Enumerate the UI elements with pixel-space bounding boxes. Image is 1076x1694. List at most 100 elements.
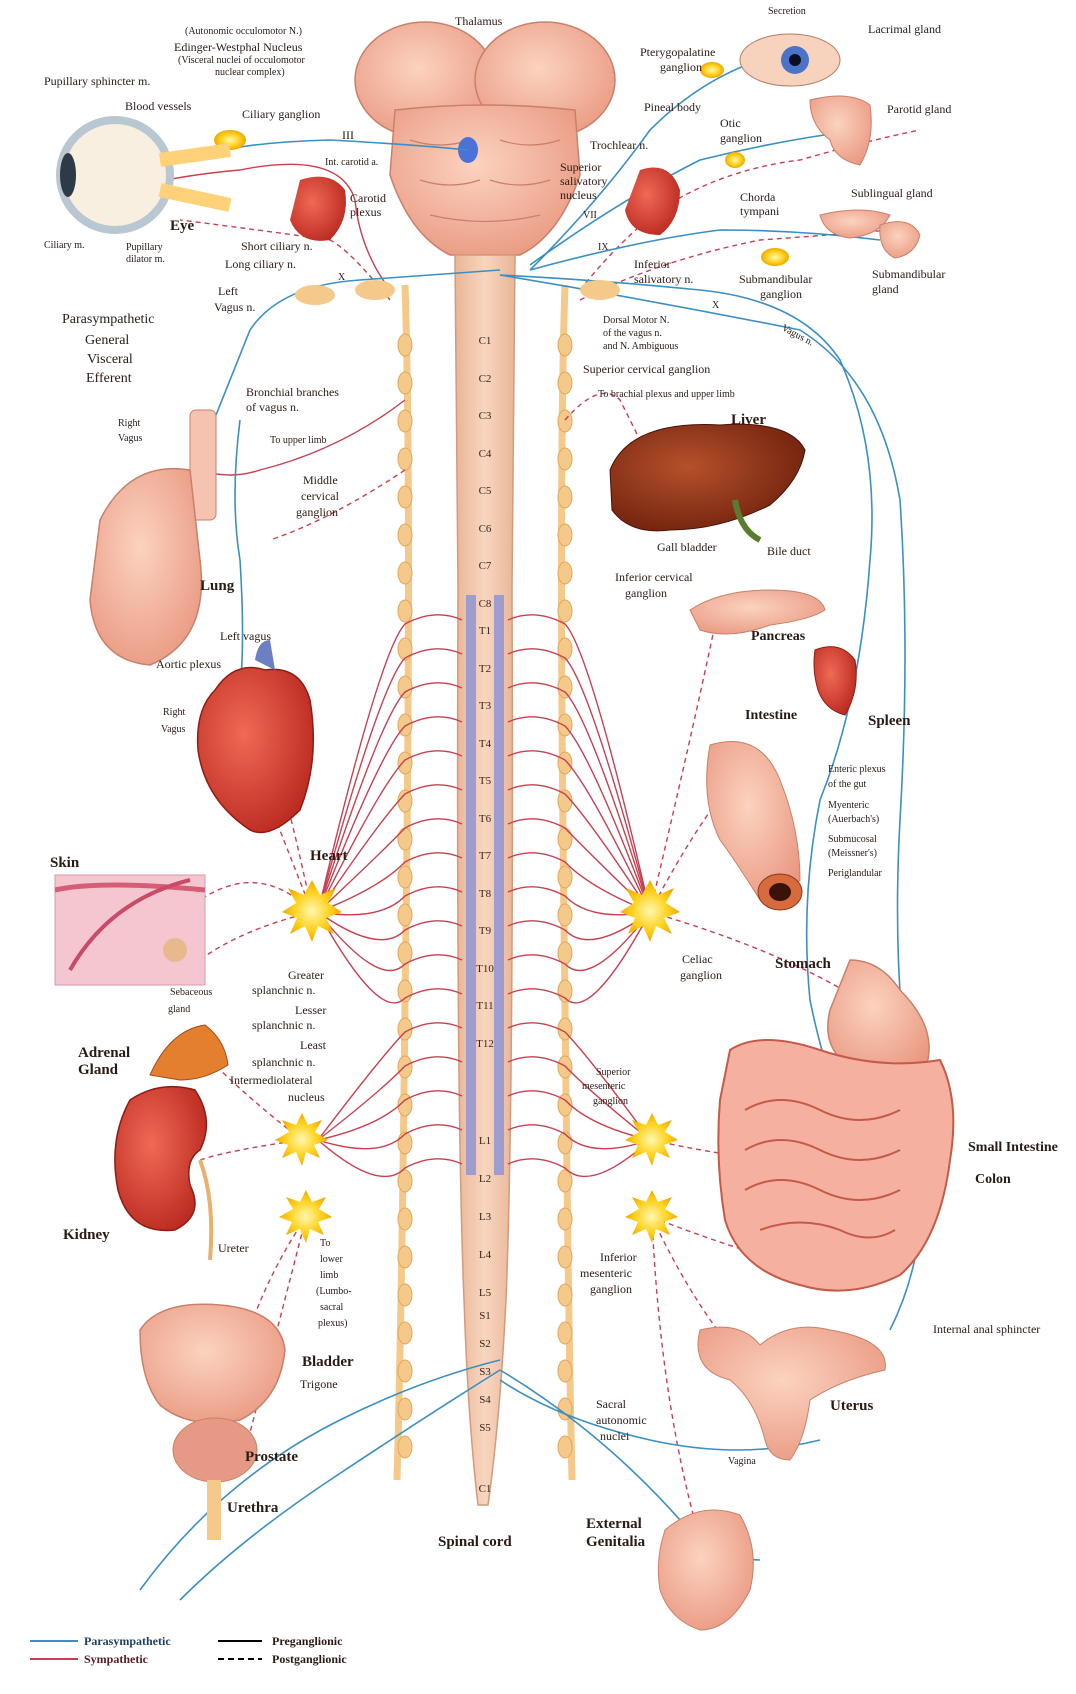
segment-label-lumbar: L5	[478, 1287, 492, 1299]
segment-label-cervical: C6	[478, 522, 492, 535]
chain-ganglion	[397, 333, 413, 357]
label-roman-vii: VII	[583, 210, 597, 221]
chain-ganglion	[557, 485, 573, 509]
label-pterygopalatine: Pterygopalatine	[640, 45, 716, 59]
label-inf-mesenteric-1: Inferior	[600, 1250, 637, 1264]
segment-label-lumbar: L1	[478, 1135, 492, 1147]
label-spinal-cord: Spinal cord	[438, 1534, 512, 1550]
lung-drawing	[89, 409, 217, 666]
sympathetic-fiber	[317, 648, 463, 913]
label-edinger-westphal: Edinger-Westphal Nucleus	[174, 40, 303, 54]
sympathetic-fiber	[507, 1022, 651, 1141]
segment-label-cervical: C1	[478, 335, 492, 347]
label-heart: Heart	[310, 848, 348, 864]
chain-ganglion	[557, 1131, 573, 1155]
sympathetic-fiber	[317, 1056, 463, 1141]
label-adrenal-1: Adrenal	[78, 1045, 131, 1061]
chain-ganglion	[557, 1245, 573, 1269]
label-right-vagus-top-2: Vagus	[118, 433, 143, 444]
label-lesser-splanchnic-2: splanchnic n.	[252, 1018, 316, 1032]
segment-label-thoracic: T5	[478, 775, 492, 787]
chain-ganglion	[557, 523, 573, 547]
chain-ganglion	[557, 409, 573, 433]
label-lesser-splanchnic-1: Lesser	[295, 1003, 327, 1017]
label-thalamus: Thalamus	[455, 14, 503, 28]
label-roman-iii: III	[342, 128, 354, 142]
label-pterygopalatine-ganglion: ganglion	[660, 60, 702, 74]
segment-label-sacral: S3	[479, 1366, 491, 1378]
label-pancreas: Pancreas	[751, 629, 806, 644]
label-psgve-4: Efferent	[86, 371, 132, 386]
label-superior-salivatory-2: salivatory	[560, 174, 608, 188]
segment-label-lumbar: L3	[478, 1211, 492, 1223]
label-sacral-autonomic-3: nuclei	[600, 1429, 630, 1443]
label-parotid-gland: Parotid gland	[887, 102, 952, 116]
chain-ganglion	[557, 599, 573, 623]
label-small-intestine: Small Intestine	[968, 1140, 1058, 1155]
sympathetic-fiber	[317, 911, 463, 972]
chain-ganglion	[557, 903, 573, 927]
label-dorsal-motor-1: Dorsal Motor N.	[603, 315, 670, 326]
segment-label-thoracic: T10	[476, 962, 494, 975]
label-pupillary-dilator-2: dilator m.	[126, 254, 165, 265]
sympathetic-fiber	[507, 1090, 651, 1141]
segment-label-thoracic: T2	[478, 662, 492, 675]
segment-label-thoracic: T11	[476, 1000, 494, 1012]
chain-ganglion	[397, 827, 413, 851]
chain-ganglion	[397, 1435, 413, 1459]
label-right-vagus-heart-2: Vagus	[161, 724, 186, 735]
segment-label-thoracic: T4	[478, 737, 492, 750]
label-sebaceous-1: Sebaceous	[170, 987, 213, 998]
sympathetic-fiber	[317, 886, 463, 916]
spleen-drawing	[813, 646, 857, 716]
sympathetic-fiber	[317, 1022, 463, 1141]
label-to-lower-limb-1: To	[320, 1238, 331, 1249]
label-otic-ganglion: ganglion	[720, 131, 762, 145]
segment-label-cervical: C5	[478, 485, 492, 497]
eye-top-right	[739, 33, 841, 87]
label-autonomic-oculomotor: (Autonomic occulomotor N.)	[185, 26, 302, 37]
sympathetic-fiber	[317, 1139, 463, 1178]
label-adrenal-2: Gland	[78, 1062, 119, 1078]
label-gall-bladder: Gall bladder	[657, 540, 717, 554]
label-intermediolateral-2: nucleus	[288, 1090, 325, 1104]
label-periglandular: Periglandular	[828, 868, 882, 879]
label-vagina: Vagina	[728, 1456, 756, 1467]
label-pupillary-sphincter: Pupillary sphincter m.	[44, 74, 151, 88]
parotid-gland-drawing	[809, 95, 872, 166]
chain-ganglion	[397, 409, 413, 433]
segment-label-thoracic: T6	[478, 812, 492, 825]
segment-label-thoracic: T8	[478, 887, 492, 900]
label-myenteric-1: Myenteric	[828, 800, 870, 811]
label-bronchial-1: Bronchial branches	[246, 385, 339, 399]
segment-label-sacral: S1	[479, 1310, 491, 1322]
legend-preganglionic: Preganglionic	[272, 1634, 343, 1648]
label-colon: Colon	[975, 1172, 1011, 1187]
label-aortic-plexus: Aortic plexus	[156, 657, 221, 671]
chain-ganglion	[557, 751, 573, 775]
chain-ganglion	[397, 675, 413, 699]
chain-ganglion	[397, 447, 413, 471]
label-internal-anal-sphincter: Internal anal sphincter	[933, 1322, 1041, 1336]
label-celiac-1: Celiac	[682, 952, 713, 966]
label-to-lower-limb-2: lower	[320, 1254, 343, 1265]
label-superior-cervical: Superior cervical ganglion	[583, 362, 711, 376]
label-nuclear-complex: nuclear complex)	[215, 67, 285, 78]
label-sacral-autonomic-2: autonomic	[596, 1413, 647, 1427]
label-intestine: Intestine	[745, 708, 798, 723]
label-bladder: Bladder	[302, 1354, 354, 1370]
prevertebral-ganglia	[214, 62, 789, 1243]
label-ureter: Ureter	[218, 1241, 249, 1255]
segment-label-cervical: C8	[478, 597, 492, 610]
chain-ganglion	[557, 865, 573, 889]
chain-ganglion	[397, 1131, 413, 1155]
kidney-drawing	[114, 1085, 208, 1232]
carotid-plexus-drawing	[290, 167, 680, 241]
chain-ganglion	[397, 1245, 413, 1269]
chain-ganglion	[397, 1397, 413, 1421]
sympathetic-fiber	[507, 1139, 651, 1178]
segment-label-thoracic: T9	[478, 925, 492, 937]
label-trigone: Trigone	[300, 1377, 338, 1391]
